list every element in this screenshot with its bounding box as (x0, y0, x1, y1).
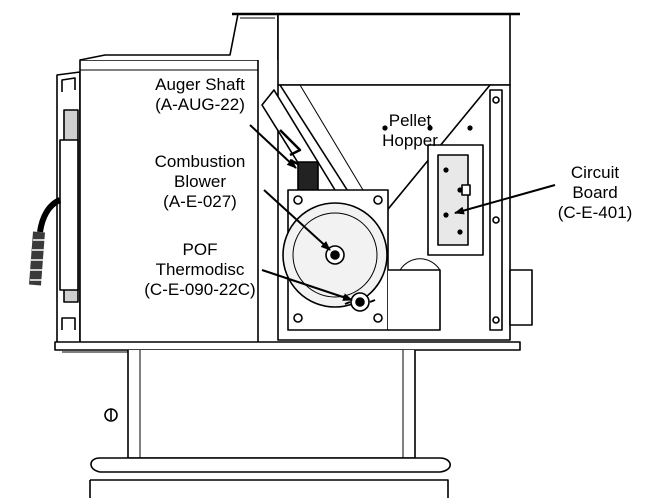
base-plate (54, 341, 521, 351)
circuit-board (427, 144, 484, 256)
combustion-blower-line2: Blower (174, 172, 226, 191)
combustion-blower-label: Combustion Blower (A-E-027) (120, 152, 280, 212)
pof-thermodisc-line1: POF (182, 240, 218, 259)
circuit-board-line2: Board (572, 183, 618, 202)
pedestal (89, 350, 451, 498)
pof-thermodisc-part: (C-E-090-22C) (144, 280, 256, 299)
door-handle (29, 197, 62, 286)
pof-thermodisc-line2: Thermodisc (155, 260, 245, 279)
auger-shaft-part: (A-AUG-22) (155, 95, 245, 114)
auger-shaft-label: Auger Shaft (A-AUG-22) (120, 75, 280, 115)
combustion-blower-part: (A-E-027) (163, 192, 237, 211)
pellet-hopper-label: Pellet Hopper (360, 111, 460, 151)
auger-shaft-arrow (249, 124, 297, 169)
combustion-blower-arrow (263, 189, 331, 251)
circuit-board-line1: Circuit (570, 163, 620, 182)
pof-thermodisc-label: POF Thermodisc (C-E-090-22C) (120, 240, 280, 300)
combustion-blower (282, 189, 389, 331)
hopper-box (277, 13, 511, 86)
pellet-hopper-line1: Pellet (388, 111, 432, 130)
circuit-board-arrow (454, 184, 556, 215)
pof-thermodisc-arrow (261, 269, 353, 301)
top-lid (79, 13, 279, 61)
pellet-hopper-line2: Hopper (382, 131, 438, 150)
auger-shaft-name: Auger Shaft (155, 75, 245, 94)
circuit-board-part: (C-E-401) (557, 203, 633, 222)
stove-door (56, 71, 81, 345)
circuit-board-label: Circuit Board (C-E-401) (540, 163, 650, 223)
combustion-blower-line1: Combustion (154, 152, 246, 171)
pof-thermodisc (344, 292, 376, 312)
